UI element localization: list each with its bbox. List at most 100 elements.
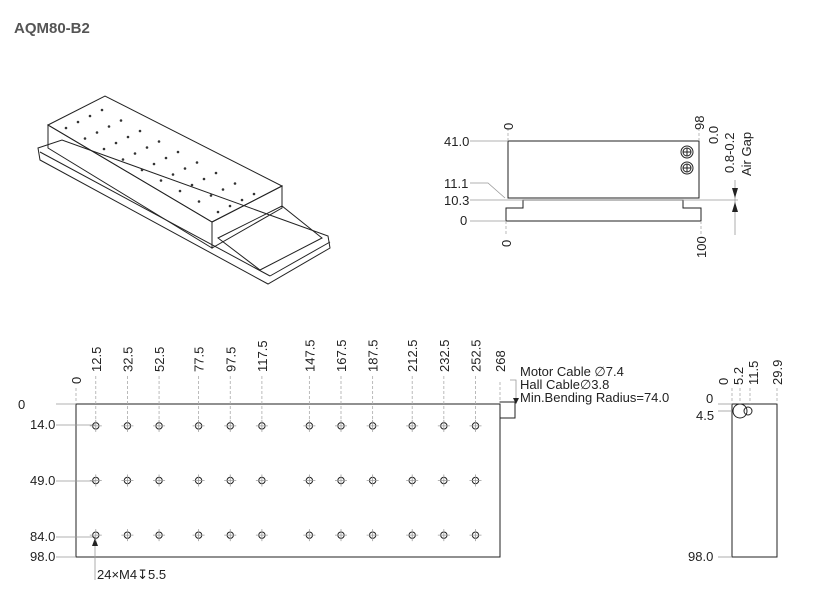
- dim-x-label: 0: [69, 377, 84, 384]
- mounting-hole: [255, 419, 268, 432]
- dim-bottom-0: 0: [499, 240, 514, 247]
- mounting-hole: [303, 529, 316, 542]
- side-dim-y-0: 0: [706, 391, 713, 406]
- iso-hole: [119, 119, 123, 122]
- dim-x-label: 268: [493, 350, 508, 372]
- iso-hole: [190, 183, 194, 187]
- dim-x-label: 147.5: [302, 339, 317, 372]
- dim-x-label: 252.5: [468, 339, 483, 372]
- dim-x-label: 12.5: [89, 347, 104, 372]
- mounting-hole: [153, 529, 166, 542]
- iso-hole: [214, 171, 218, 175]
- air-gap-tol-upper: 0.0: [706, 126, 721, 144]
- air-gap-label: Air Gap: [739, 132, 754, 176]
- dim-0: 0: [460, 213, 467, 228]
- air-gap-tol: 0.8-0.2: [722, 133, 737, 173]
- dim-x-label: 117.5: [255, 340, 270, 372]
- iso-hole: [138, 129, 142, 133]
- mounting-hole: [366, 529, 379, 542]
- mounting-hole: [224, 474, 237, 487]
- iso-hole: [159, 179, 163, 182]
- mounting-hole: [255, 474, 268, 487]
- dim-11-1: 11.1: [444, 176, 468, 191]
- iso-hole: [176, 150, 180, 154]
- iso-hole: [64, 126, 68, 130]
- iso-hole: [152, 162, 156, 166]
- mounting-hole: [303, 419, 316, 432]
- mounting-hole: [437, 474, 450, 487]
- dim-y-84: 84.0: [30, 529, 55, 544]
- mounting-hole: [192, 529, 205, 542]
- iso-hole: [121, 158, 125, 161]
- mounting-hole: [406, 474, 419, 487]
- mounting-hole: [121, 474, 134, 487]
- mounting-hole: [335, 529, 347, 542]
- dim-x-label: 167.5: [334, 339, 349, 372]
- dim-10-3: 10.3: [444, 193, 469, 208]
- hall-cable-note: Hall Cable∅3.8: [520, 377, 609, 392]
- hole-note: 24×M4↧5.5: [97, 567, 166, 582]
- iso-hole: [233, 182, 237, 185]
- mounting-hole: [192, 419, 205, 432]
- bottom-view-holes: [89, 419, 482, 542]
- mounting-hole: [121, 529, 134, 542]
- iso-hole: [145, 146, 149, 149]
- side-view: 0 4.5 98.0 0 5.2 11.5 29.9: [688, 360, 785, 564]
- mounting-hole: [437, 419, 450, 432]
- side-dim-y-4-5: 4.5: [696, 408, 714, 423]
- iso-hole: [126, 135, 130, 139]
- dim-y-98: 98.0: [30, 549, 55, 564]
- dim-x-label: 32.5: [120, 347, 135, 372]
- dim-top-0: 0: [501, 123, 516, 130]
- side-dim-x-5-2: 5.2: [731, 367, 746, 385]
- side-dim-x-0: 0: [716, 378, 731, 385]
- iso-hole: [178, 189, 182, 193]
- iso-hole: [164, 156, 168, 160]
- iso-hole: [114, 141, 118, 145]
- iso-hole: [140, 168, 144, 172]
- dim-x-label: 212.5: [405, 339, 420, 372]
- dim-x-label: 187.5: [366, 339, 381, 372]
- dim-y-0: 0: [18, 397, 25, 412]
- dim-y-14: 14.0: [30, 417, 55, 432]
- mounting-hole: [89, 419, 102, 432]
- mounting-hole: [89, 529, 102, 542]
- dim-bottom-100: 100: [694, 236, 709, 258]
- motor-cable-note: Motor Cable ∅7.4: [520, 364, 624, 379]
- dim-x-label: 97.5: [223, 347, 238, 372]
- dim-x-label: 52.5: [152, 347, 167, 372]
- mounting-hole: [335, 474, 347, 487]
- mounting-hole: [153, 474, 166, 487]
- iso-hole: [107, 125, 111, 128]
- mounting-hole: [335, 419, 347, 432]
- iso-hole: [228, 204, 232, 208]
- mounting-hole: [469, 419, 482, 432]
- end-view: 41.0 11.1 10.3 0 0 98 0 100 0.0 0.8-0.2 …: [444, 116, 754, 258]
- iso-hole: [252, 192, 256, 196]
- iso-hole: [100, 108, 104, 112]
- iso-hole: [88, 114, 92, 118]
- mounting-hole: [153, 419, 166, 432]
- mounting-hole: [366, 419, 379, 432]
- iso-hole: [171, 173, 175, 176]
- mounting-hole: [406, 419, 419, 432]
- side-dim-x-29-9: 29.9: [770, 360, 785, 385]
- iso-hole: [216, 210, 220, 214]
- iso-hole: [195, 161, 199, 164]
- bottom-view: 0 14.0 49.0 84.0 98.0 Motor Cable ∅7.4 H…: [18, 364, 669, 582]
- dim-top-98: 98: [692, 116, 707, 130]
- side-dim-y-98: 98.0: [688, 549, 713, 564]
- iso-hole: [157, 140, 161, 143]
- dim-y-49: 49.0: [30, 473, 55, 488]
- iso-hole: [183, 167, 187, 170]
- iso-hole: [197, 200, 201, 203]
- isometric-view: [37, 95, 331, 285]
- cable-connector-icon: [680, 145, 694, 175]
- iso-hole: [95, 131, 99, 134]
- mounting-hole: [437, 529, 450, 542]
- dim-41: 41.0: [444, 134, 469, 149]
- mounting-hole: [406, 529, 419, 542]
- iso-hole: [102, 147, 106, 151]
